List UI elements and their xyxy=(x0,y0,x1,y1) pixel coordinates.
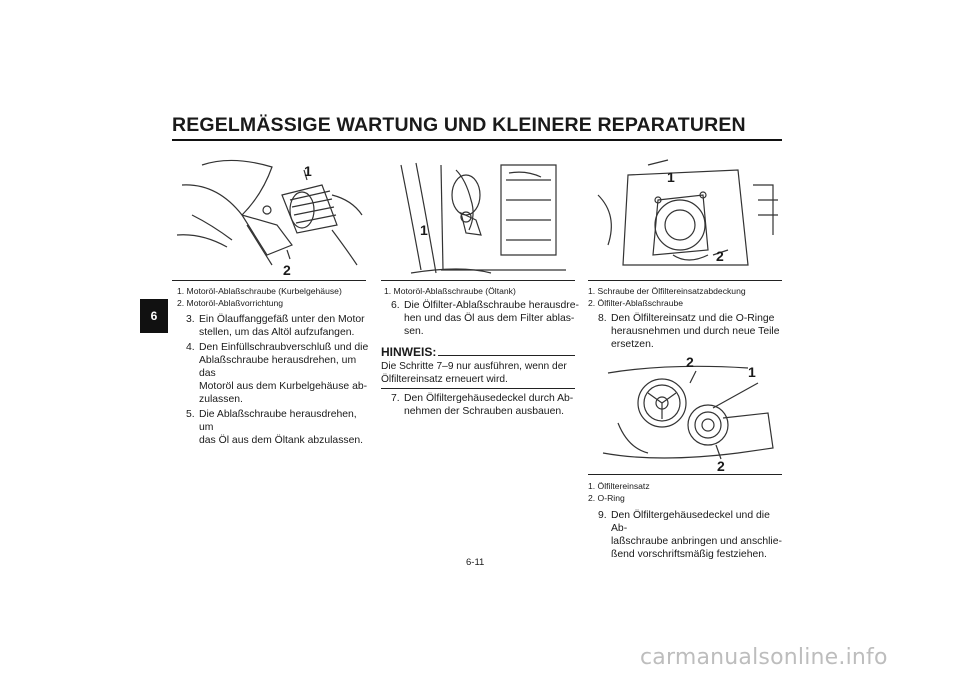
figure-3-rule xyxy=(588,280,782,281)
figure-1-rule xyxy=(172,280,366,281)
step-5: 5. Die Ablaßschraube herausdrehen, um da… xyxy=(186,408,372,447)
note-text: Die Schritte 7–9 nur ausführen, wenn der… xyxy=(381,361,567,385)
figure-4-rule xyxy=(588,474,782,475)
figure-3-caption: 1. Schraube der Ölfiltereinsatzabdeckung… xyxy=(588,285,746,309)
steps-column-2-bottom: 7. Den Ölfiltergehäusedeckel durch Ab- n… xyxy=(391,392,581,420)
note-bottom-rule xyxy=(381,388,575,389)
figure-1-caption: 1. Motoröl-Ablaßschraube (Kurbelgehäuse)… xyxy=(177,285,342,309)
step-3: 3. Ein Ölauffanggefäß unter den Motor st… xyxy=(186,313,372,339)
figure-4-callout-2-top: 2 xyxy=(686,354,694,370)
note-title-rule xyxy=(438,355,575,356)
figure-oil-tank-drain xyxy=(381,155,575,278)
caption-line: 1. Schraube der Ölfiltereinsatzabdeckung xyxy=(588,286,746,296)
step-number: 5. xyxy=(186,409,195,420)
caption-line: 1. Motoröl-Ablaßschraube (Öltank) xyxy=(384,286,516,296)
page-title: REGELMÄSSIGE WARTUNG UND KLEINERE REPARA… xyxy=(172,114,746,136)
header-rule xyxy=(172,139,782,141)
caption-line: 2. Ölfilter-Ablaßschraube xyxy=(588,298,684,308)
figure-4-callout-2-bottom: 2 xyxy=(717,458,725,474)
chapter-tab: 6 xyxy=(140,299,168,333)
step-number: 3. xyxy=(186,314,195,325)
caption-line: 1. Motoröl-Ablaßschraube (Kurbelgehäuse) xyxy=(177,286,342,296)
caption-line: 2. O-Ring xyxy=(588,493,625,503)
watermark: carmanualsonline.info xyxy=(640,645,888,670)
figure-4-callout-1: 1 xyxy=(748,364,756,380)
step-text: Die Ablaßschraube herausdrehen, um das Ö… xyxy=(199,409,364,446)
figure-crankcase-drain xyxy=(172,155,366,278)
caption-line: 2. Motoröl-Ablaßvorrichtung xyxy=(177,298,284,308)
step-4: 4. Den Einfüllschraubverschluß und die A… xyxy=(186,341,372,406)
step-8: 8. Den Ölfiltereinsatz und die O-Ringe h… xyxy=(598,312,784,351)
step-text: Ein Ölauffanggefäß unter den Motor stell… xyxy=(199,314,365,338)
figure-2-caption: 1. Motoröl-Ablaßschraube (Öltank) xyxy=(384,285,516,297)
steps-column-1: 3. Ein Ölauffanggefäß unter den Motor st… xyxy=(186,313,372,449)
step-6: 6. Die Ölfilter-Ablaßschraube herausdre-… xyxy=(391,299,581,338)
step-number: 4. xyxy=(186,342,195,353)
step-text: Den Ölfiltergehäusedeckel durch Ab- nehm… xyxy=(404,393,574,417)
steps-column-3-bottom: 9. Den Ölfiltergehäusedeckel und die Ab-… xyxy=(598,509,784,563)
caption-line: 1. Ölfiltereinsatz xyxy=(588,481,650,491)
figure-3-callout-2: 2 xyxy=(716,248,724,264)
figure-4-caption: 1. Ölfiltereinsatz 2. O-Ring xyxy=(588,480,650,504)
steps-column-3-top: 8. Den Ölfiltereinsatz und die O-Ringe h… xyxy=(598,312,784,353)
figure-1-callout-1: 1 xyxy=(304,163,312,179)
step-7: 7. Den Ölfiltergehäusedeckel durch Ab- n… xyxy=(391,392,581,418)
step-number: 8. xyxy=(598,313,607,324)
page-number: 6-11 xyxy=(466,557,485,568)
figure-2-rule xyxy=(381,280,575,281)
figure-oil-filter-cover xyxy=(588,155,782,278)
step-9: 9. Den Ölfiltergehäusedeckel und die Ab-… xyxy=(598,509,784,561)
steps-column-2-top: 6. Die Ölfilter-Ablaßschraube herausdre-… xyxy=(391,299,581,340)
step-text: Den Einfüllschraubverschluß und die Abla… xyxy=(199,342,369,405)
figure-2-callout-1: 1 xyxy=(420,222,428,238)
figure-3-callout-1: 1 xyxy=(667,169,675,185)
step-text: Den Ölfiltergehäusedeckel und die Ab- la… xyxy=(611,510,782,560)
figure-1-callout-2: 2 xyxy=(283,262,291,278)
figure-oil-filter-element xyxy=(588,353,782,473)
step-number: 6. xyxy=(391,300,400,311)
step-number: 9. xyxy=(598,510,607,521)
step-text: Die Ölfilter-Ablaßschraube herausdre- he… xyxy=(404,300,579,337)
step-text: Den Ölfiltereinsatz und die O-Ringe hera… xyxy=(611,313,780,350)
note-title: HINWEIS: xyxy=(381,345,437,359)
step-number: 7. xyxy=(391,393,400,404)
